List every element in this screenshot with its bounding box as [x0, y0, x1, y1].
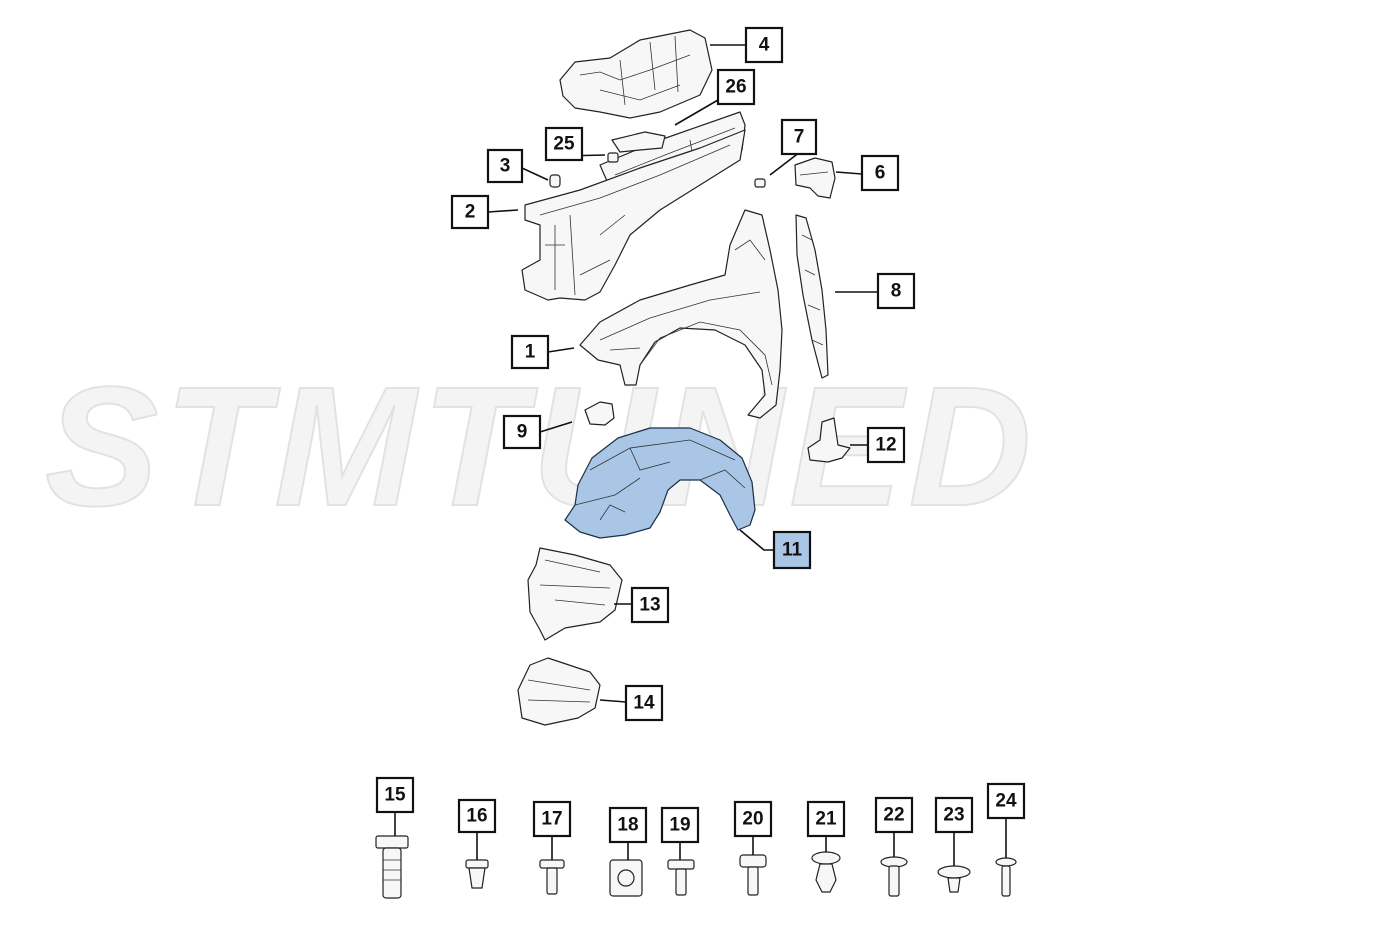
part-13-splash-shield [527, 547, 623, 641]
part-22-screw [880, 856, 908, 897]
callout-24[interactable]: 24 [986, 782, 1026, 820]
leader-lines [394, 44, 1007, 866]
callout-20[interactable]: 20 [733, 800, 773, 838]
callout-21[interactable]: 21 [806, 800, 846, 838]
callout-8[interactable]: 8 [876, 272, 916, 310]
callout-26[interactable]: 26 [716, 68, 756, 106]
callout-4[interactable]: 4 [744, 26, 784, 64]
part-12-mud-flap [807, 417, 851, 463]
part-1-fender [579, 209, 783, 419]
part-6-bracket [794, 157, 836, 199]
callout-6[interactable]: 6 [860, 154, 900, 192]
callout-11[interactable]: 11 [772, 530, 812, 570]
callout-7[interactable]: 7 [780, 118, 818, 156]
callout-16[interactable]: 16 [457, 798, 497, 834]
part-18-clip-nut [609, 859, 643, 897]
part-23-rivet [937, 865, 971, 893]
part-15-bolt [375, 835, 409, 899]
callout-18[interactable]: 18 [608, 806, 648, 844]
callout-15[interactable]: 15 [375, 776, 415, 814]
part-20-bolt [739, 854, 767, 896]
part-24-screw [995, 857, 1017, 897]
part-7-screw [754, 178, 766, 188]
callout-3[interactable]: 3 [486, 148, 524, 184]
callout-23[interactable]: 23 [934, 796, 974, 834]
part-11-wheel-liner [564, 427, 756, 539]
part-8-seal [795, 214, 829, 379]
part-3-nut [549, 174, 561, 188]
part-19-screw [667, 859, 695, 896]
part-16-push-pin [465, 859, 489, 889]
callout-9[interactable]: 9 [502, 414, 542, 450]
callout-22[interactable]: 22 [874, 796, 914, 834]
part-4-upper-bracket [559, 29, 713, 119]
part-25-clip-bracket [607, 131, 666, 163]
callout-1[interactable]: 1 [510, 334, 550, 370]
callout-14[interactable]: 14 [624, 684, 664, 722]
callout-25[interactable]: 25 [544, 126, 584, 162]
callout-12[interactable]: 12 [866, 426, 906, 464]
part-14-lower-shield [517, 657, 601, 726]
callout-2[interactable]: 2 [450, 194, 490, 230]
part-17-screw [539, 859, 565, 895]
part-9-bracket [584, 401, 615, 426]
callout-17[interactable]: 17 [532, 800, 572, 838]
part-21-push-rivet [811, 851, 841, 893]
callout-13[interactable]: 13 [630, 586, 670, 624]
callout-19[interactable]: 19 [660, 806, 700, 844]
part-2-front-structure [521, 129, 746, 301]
